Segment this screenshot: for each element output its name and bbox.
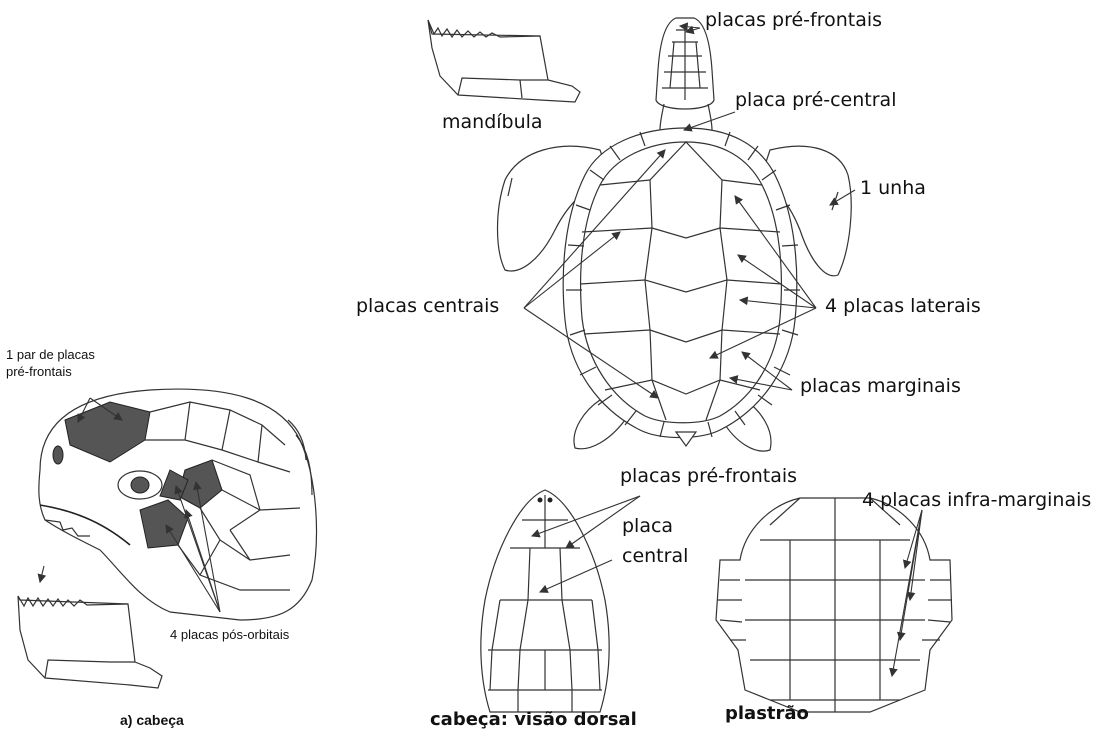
label-um-par-line2: pré-frontais xyxy=(6,365,72,380)
label-placas-marginais: placas marginais xyxy=(800,376,961,398)
label-placa-pre-central: placa pré-central xyxy=(735,90,896,112)
head-dorsal-drawing xyxy=(481,490,609,712)
mandible-lower-drawing xyxy=(18,596,162,688)
caption-cabeca: a) cabeça xyxy=(120,712,184,728)
label-quatro-placas-laterais: 4 placas laterais xyxy=(825,296,981,318)
label-placa-central-line2: central xyxy=(622,546,688,568)
label-um-par-line1: 1 par de placas xyxy=(6,348,95,363)
label-quatro-placas-pos-orbitais: 4 placas pós-orbitais xyxy=(170,628,289,643)
caption-visao-dorsal: cabeça: visão dorsal xyxy=(430,710,637,731)
mandible-drawing xyxy=(428,20,580,102)
label-placa-central-line1: placa xyxy=(622,516,673,538)
head-side-drawing xyxy=(39,389,317,620)
label-placas-pre-frontais-mid: placas pré-frontais xyxy=(620,466,797,488)
caption-plastrao: plastrão xyxy=(725,704,809,725)
label-unha: 1 unha xyxy=(860,178,926,200)
label-mandibula: mandíbula xyxy=(442,112,543,134)
label-placas-pre-frontais-top: placas pré-frontais xyxy=(705,10,882,32)
label-quatro-placas-infra-marginais: 4 placas infra-marginais xyxy=(862,490,1091,512)
label-placas-centrais: placas centrais xyxy=(356,296,499,318)
